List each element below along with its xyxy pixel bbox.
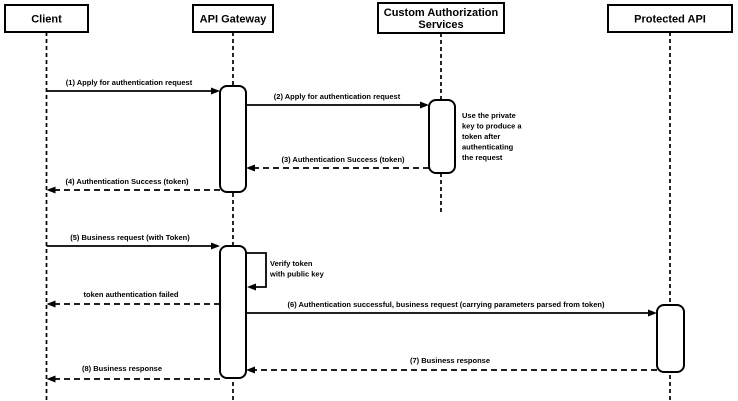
msg-token-auth-failed-label: token authentication failed [83,290,178,299]
msg-8-business-response-arrowhead [46,375,56,383]
actor-label-protected-api: Protected API [634,14,706,26]
msg-2-apply-auth-arrowhead [420,101,429,109]
activation-custom-auth-services [428,99,456,174]
msg-5-business-request-label: (5) Business request (with Token) [70,233,190,242]
activation-protected-api [656,304,685,373]
msg-3-auth-success-label: (3) Authentication Success (token) [281,155,405,164]
msg-5-business-request-arrowhead [211,242,220,250]
activation-api-gateway-auth [219,85,247,193]
msg-4-auth-success-label: (4) Authentication Success (token) [65,177,189,186]
msg-8-business-response-label: (8) Business response [82,364,162,373]
self-msg-verify-token-arrowhead [247,283,256,291]
msg-3-auth-success-arrowhead [246,164,255,172]
msg-7-business-response-arrowhead [246,366,255,374]
msg-6-auth-successful-business-arrowhead [648,309,657,317]
actor-box-protected-api [607,4,733,33]
msg-1-apply-auth-arrowhead [211,87,220,95]
actor-label-client: Client [31,14,62,26]
msg-token-auth-failed-arrowhead [46,300,56,308]
msg-4-auth-success-arrowhead [46,186,56,194]
actor-box-custom-authorization-services [377,2,505,34]
activation-api-gateway-business [219,245,247,379]
msg-1-apply-auth-label: (1) Apply for authentication request [66,78,193,87]
self-msg-verify-token-line [246,252,267,288]
actor-box-client [4,4,89,33]
actor-box-api-gateway [192,4,274,33]
msg-6-auth-successful-business-label: (6) Authentication successful, business … [288,300,605,309]
actor-label-api-gateway: API Gateway [200,14,268,26]
msg-2-apply-auth-label: (2) Apply for authentication request [274,92,401,101]
msg-7-business-response-label: (7) Business response [410,356,490,365]
